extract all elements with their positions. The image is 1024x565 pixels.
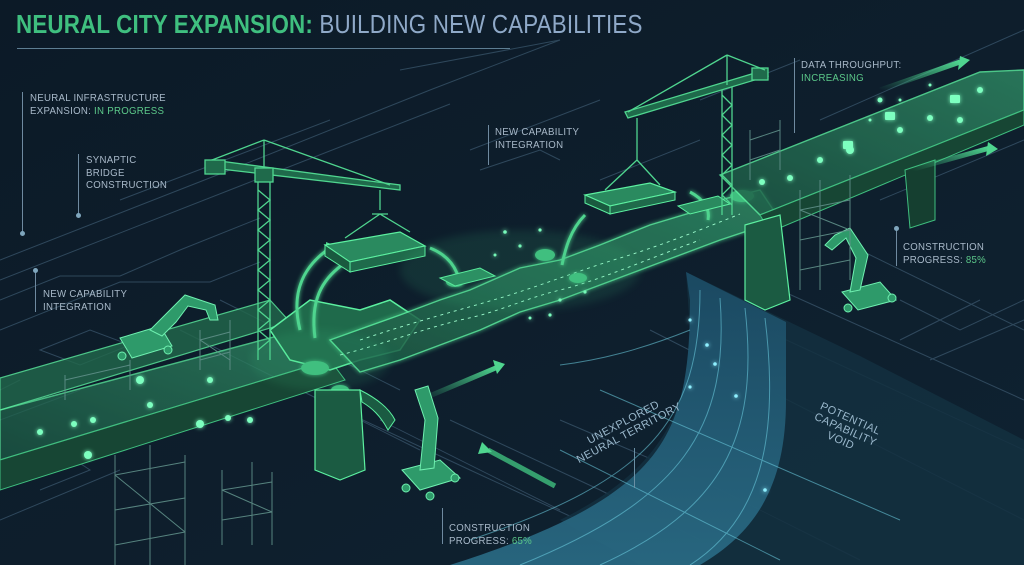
robot-arm-left bbox=[117, 294, 219, 361]
label-capability-center: NEW CAPABILITY INTEGRATION bbox=[495, 126, 580, 151]
leader-line-capability-center bbox=[488, 125, 489, 165]
progress-value-85: 85% bbox=[965, 253, 987, 266]
label-infrastructure-expansion: NEURAL INFRASTRUCTURE EXPANSION: IN PROG… bbox=[30, 92, 166, 117]
label-capability-left: NEW CAPABILITY INTEGRATION bbox=[43, 288, 128, 313]
label-data-throughput: DATA THROUGHPUT: INCREASING bbox=[801, 59, 902, 84]
title-accent: NEURAL CITY EXPANSION: bbox=[16, 9, 313, 39]
anchor-dot-progress-right bbox=[894, 226, 899, 231]
crane-left bbox=[204, 139, 411, 360]
leader-line-infrastructure bbox=[22, 92, 23, 234]
crane-right bbox=[604, 54, 769, 215]
status-in-progress: IN PROGRESS bbox=[94, 104, 165, 117]
leader-line-throughput bbox=[794, 58, 795, 133]
anchor-dot-capability-left bbox=[33, 268, 38, 273]
leader-line-progress-right bbox=[896, 228, 897, 266]
robot-arm-right bbox=[824, 227, 897, 313]
progress-value-65: 65% bbox=[511, 534, 533, 547]
title-divider bbox=[17, 48, 510, 49]
label-synaptic-bridge: SYNAPTIC BRIDGE CONSTRUCTION bbox=[86, 154, 168, 191]
status-increasing: INCREASING bbox=[801, 71, 864, 84]
label-construction-progress-right: CONSTRUCTION PROGRESS: 85% bbox=[903, 241, 987, 266]
leader-line-synaptic bbox=[78, 154, 79, 214]
leader-line-capability-left bbox=[35, 272, 36, 312]
capability-void bbox=[450, 272, 1024, 565]
leader-line-unexplored bbox=[634, 448, 635, 488]
scaffolding bbox=[64, 120, 851, 565]
robot-arm-center bbox=[401, 385, 461, 501]
anchor-dot-synaptic bbox=[76, 213, 81, 218]
anchor-dot-infrastructure bbox=[20, 231, 25, 236]
label-construction-progress-bottom: CONSTRUCTION PROGRESS: 65% bbox=[449, 522, 533, 547]
page-title: NEURAL CITY EXPANSION: BUILDING NEW CAPA… bbox=[16, 9, 643, 40]
growth-arrows bbox=[295, 56, 998, 489]
leader-line-progress-bottom bbox=[442, 508, 443, 544]
title-subtitle: BUILDING NEW CAPABILITIES bbox=[312, 9, 643, 39]
